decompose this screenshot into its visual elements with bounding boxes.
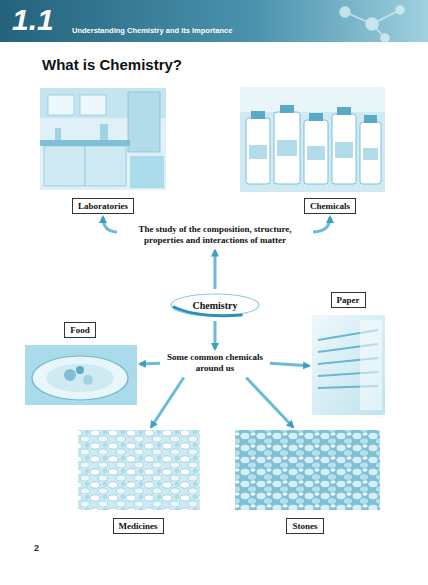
arrow-connector [214, 321, 217, 349]
arrow-connector [313, 217, 330, 232]
caption-box: Stones [286, 518, 323, 534]
picture-group: Medicines [78, 430, 200, 536]
section-number: 1.1 [12, 3, 54, 37]
caption-box: Food [64, 322, 96, 338]
paper-photo [312, 315, 385, 415]
laboratory-photo [40, 88, 166, 190]
stones-photo [235, 430, 380, 510]
caption-box: Laboratories [72, 198, 134, 214]
caption-box: Chemicals [304, 198, 356, 214]
oval-outline [171, 294, 259, 316]
caption-box: Paper [331, 292, 366, 308]
text-block: The study of the composition, structure,… [120, 224, 310, 247]
food-photo [25, 345, 137, 405]
text-block: Some common chemicals around us [163, 352, 267, 375]
picture-group: Stones [235, 430, 380, 536]
arrow-connector [151, 378, 184, 428]
medicines-photo [78, 430, 200, 510]
topic-text: Chemistry [193, 300, 238, 311]
chemicals-photo [240, 87, 385, 192]
picture-group: Food [25, 322, 137, 406]
page-number: 2 [34, 543, 39, 553]
topic-oval: Chemistry [168, 291, 262, 319]
caption-text: Laboratories [78, 201, 128, 211]
page-title: What is Chemistry? [42, 56, 182, 73]
description-text: Some common chemicals around us [163, 352, 267, 375]
arrow-connector [103, 217, 117, 232]
caption-text: Chemicals [310, 201, 350, 211]
arrow-connector [140, 362, 160, 366]
arrow-connector [246, 378, 293, 428]
picture-group: Paper [312, 292, 385, 415]
caption-box: Medicines [113, 518, 164, 534]
section-title: Understanding Chemistry and its Importan… [72, 26, 232, 35]
arrow-connector [270, 363, 309, 366]
arrow-connector [214, 251, 217, 290]
header-bar [0, 0, 428, 42]
description-text: The study of the composition, structure,… [120, 224, 310, 247]
molecule-decor [340, 6, 404, 42]
